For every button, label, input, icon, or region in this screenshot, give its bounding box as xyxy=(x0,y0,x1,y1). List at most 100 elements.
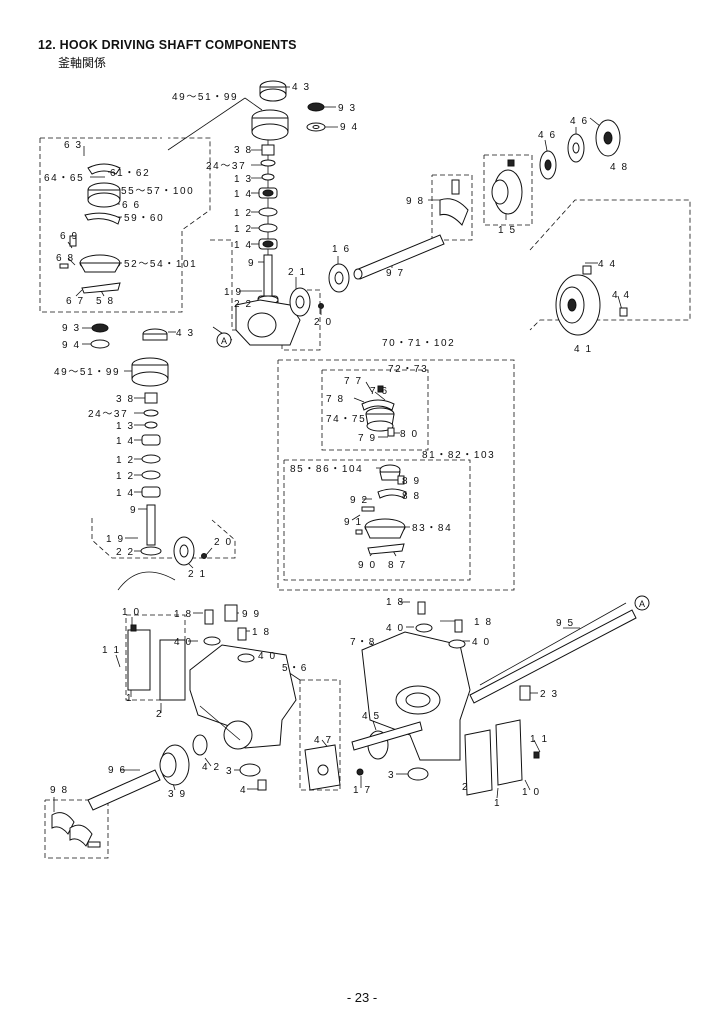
callout-label: 2 2 xyxy=(234,299,253,310)
callout-label: 9 3 xyxy=(338,103,357,114)
parts-top-assembly xyxy=(216,80,628,348)
callout-label: 1 3 xyxy=(234,174,253,185)
callout-label: 7 7 xyxy=(344,376,363,387)
callout-label: 9 xyxy=(248,258,255,269)
callout-label: 3 8 xyxy=(116,394,135,405)
callout-label: 55～57・100 xyxy=(121,186,194,197)
callout-label: 1 1 xyxy=(530,734,549,745)
callout-label: 49～51・99 xyxy=(172,92,238,103)
callout-label: 59・60 xyxy=(124,213,164,224)
callout-label: 1 9 xyxy=(106,534,125,545)
callout-label: 1 6 xyxy=(332,244,351,255)
callout-label: 4 0 xyxy=(386,623,405,634)
callout-label: 2 3 xyxy=(540,689,559,700)
callout-label: 1 2 xyxy=(234,224,253,235)
callout-label: 1 9 xyxy=(224,287,243,298)
reference-marker-a: A xyxy=(221,336,227,346)
callout-label: 4 0 xyxy=(174,637,193,648)
callout-label: 1 2 xyxy=(116,471,135,482)
callout-label: 9 0 xyxy=(358,560,377,571)
callout-label: 1 7 xyxy=(353,785,372,796)
callout-label: 4 8 xyxy=(610,162,629,173)
callout-label: 4 1 xyxy=(574,344,593,355)
callout-label: 9 xyxy=(130,505,137,516)
callout-label: 9 6 xyxy=(108,765,127,776)
parts-inset-left xyxy=(59,163,121,294)
callout-label: 61・62 xyxy=(110,168,150,179)
callout-label: 70・71・102 xyxy=(382,338,455,349)
callout-label: 24～37 xyxy=(206,161,246,172)
callout-labels: 4 3 9 3 9 4 49～51・99 4 6 4 6 4 8 6 3 64・… xyxy=(44,82,645,809)
callout-label: 83・84 xyxy=(412,523,452,534)
callout-label: 4 3 xyxy=(292,82,311,93)
callout-label: 52～54・101 xyxy=(124,259,197,270)
callout-label: 9 2 xyxy=(350,495,369,506)
callout-label: 5・6 xyxy=(282,663,308,674)
callout-label: 4 3 xyxy=(176,328,195,339)
callout-label: 7 8 xyxy=(326,394,345,405)
callout-label: 3 xyxy=(226,766,233,777)
callout-label: 1 8 xyxy=(252,627,271,638)
callout-label: 4 2 xyxy=(202,762,221,773)
page-subtitle: 釜軸関係 xyxy=(58,56,107,70)
callout-label: 4 6 xyxy=(570,116,589,127)
callout-label: 6 6 xyxy=(122,200,141,211)
callout-label: 1 4 xyxy=(116,436,135,447)
callout-label: 1 4 xyxy=(234,189,253,200)
callout-label: 1 2 xyxy=(234,208,253,219)
callout-label: 8 9 xyxy=(402,476,421,487)
callout-label: 4 4 xyxy=(612,290,631,301)
parts-bottom-frame xyxy=(51,595,650,848)
callout-label: 9 1 xyxy=(344,517,363,528)
callout-label: 1 8 xyxy=(474,617,493,628)
callout-label: 5 8 xyxy=(96,296,115,307)
callout-label: 2 xyxy=(156,709,163,720)
callout-label: 4 0 xyxy=(258,651,277,662)
callout-label: 2 0 xyxy=(214,537,233,548)
dashed-group-outlines xyxy=(39,137,691,859)
page-number: - 23 - xyxy=(346,990,378,1005)
callout-label: 7 6 xyxy=(370,386,389,397)
callout-label: 1 3 xyxy=(116,421,135,432)
callout-label: 3 9 xyxy=(168,789,187,800)
callout-label: 1 8 xyxy=(386,597,405,608)
callout-label: 4 xyxy=(240,785,247,796)
callout-label: 9 4 xyxy=(340,122,359,133)
callout-label: 9 4 xyxy=(62,340,81,351)
callout-label: 2 xyxy=(462,782,469,793)
callout-label: 1 8 xyxy=(174,609,193,620)
callout-label: 1 0 xyxy=(122,607,141,618)
callout-label: 2 2 xyxy=(116,547,135,558)
callout-label: 1 0 xyxy=(522,787,541,798)
callout-label: 6 3 xyxy=(64,140,83,151)
callout-label: 7・8 xyxy=(350,637,376,648)
callout-label: 85・86・104 xyxy=(290,464,363,475)
callout-label: 9 7 xyxy=(386,268,405,279)
callout-label: 1 2 xyxy=(116,455,135,466)
callout-label: 4 6 xyxy=(538,130,557,141)
callout-label: 1 4 xyxy=(234,240,253,251)
callout-label: 4 0 xyxy=(472,637,491,648)
callout-label: 24～37 xyxy=(88,409,128,420)
callout-label: 8 0 xyxy=(400,429,419,440)
callout-label: 4 4 xyxy=(598,259,617,270)
callout-label: 9 8 xyxy=(50,785,69,796)
callout-label: 49～51・99 xyxy=(54,367,120,378)
callout-label: 6 9 xyxy=(60,231,79,242)
callout-label: 1 5 xyxy=(498,225,517,236)
callout-label: 81・82・103 xyxy=(422,450,495,461)
callout-label: 4 7 xyxy=(314,735,333,746)
callout-label: 3 8 xyxy=(234,145,253,156)
callout-label: 6 8 xyxy=(56,253,75,264)
callout-label: 3 xyxy=(388,770,395,781)
callout-label: 1 xyxy=(494,798,501,809)
callout-label: 2 0 xyxy=(314,317,333,328)
callout-label: 9 3 xyxy=(62,323,81,334)
reference-marker-a: A xyxy=(639,599,645,609)
parts-middle-group xyxy=(355,385,407,555)
callout-label: 8 8 xyxy=(402,491,421,502)
callout-label: 72・73 xyxy=(388,364,428,375)
callout-label: 9 9 xyxy=(242,609,261,620)
callout-label: 4 5 xyxy=(362,711,381,722)
